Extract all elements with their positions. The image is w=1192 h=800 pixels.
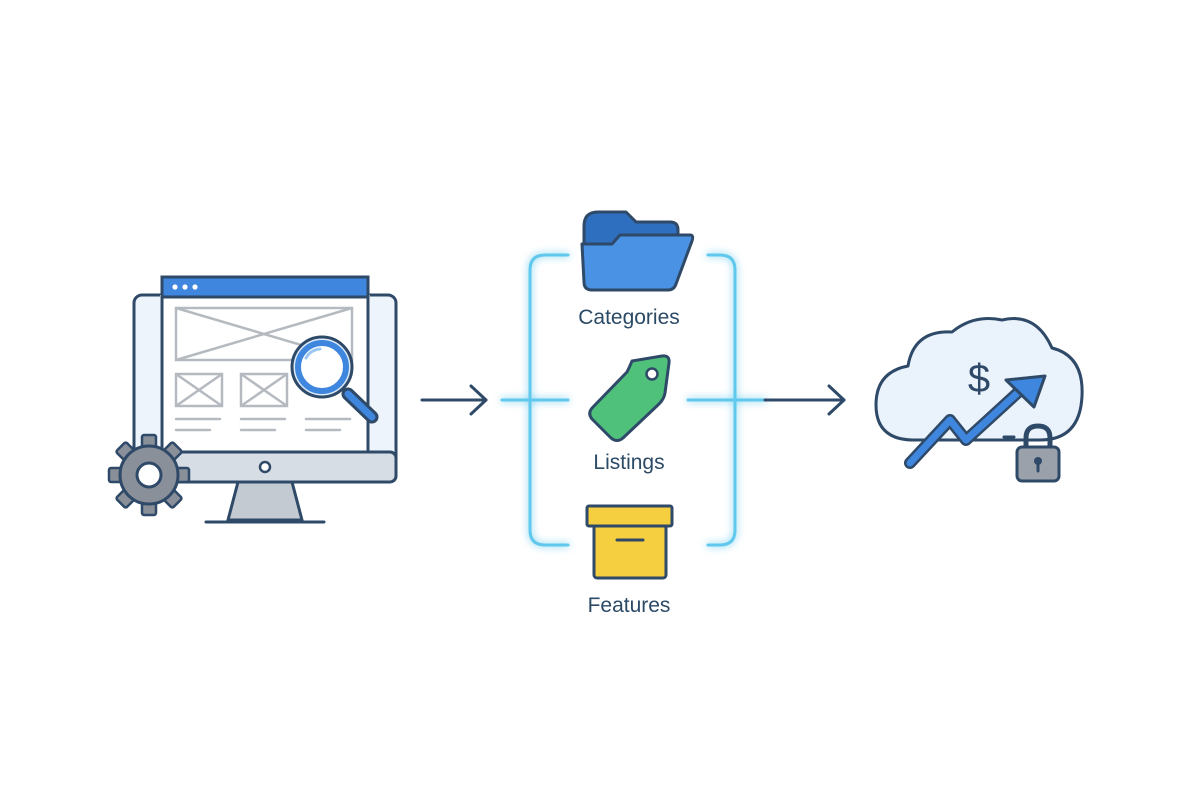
listings-label: Listings (593, 451, 664, 474)
dollar-icon: $ (968, 357, 990, 401)
gear-icon (107, 433, 191, 517)
magnifier-icon (290, 335, 379, 424)
center-brackets (500, 253, 767, 547)
lock-icon (1002, 423, 1061, 483)
categories-node: Categories (578, 210, 695, 329)
cloud-icon (874, 317, 1084, 442)
features-label: Features (588, 594, 671, 617)
svg-text:$: $ (968, 357, 990, 401)
price-tag-icon (588, 354, 671, 442)
categories-label: Categories (578, 306, 680, 329)
listings-node: Listings (588, 354, 671, 474)
box-icon (585, 504, 674, 580)
folder-icon (580, 210, 695, 292)
wireframe-text-lines (174, 417, 352, 432)
growth-arrow-icon (904, 374, 1047, 469)
features-node: Features (585, 504, 674, 617)
wireframe-thumbnails (174, 372, 289, 408)
arrow-left-to-center (420, 384, 488, 416)
arrow-center-to-right (763, 384, 846, 416)
